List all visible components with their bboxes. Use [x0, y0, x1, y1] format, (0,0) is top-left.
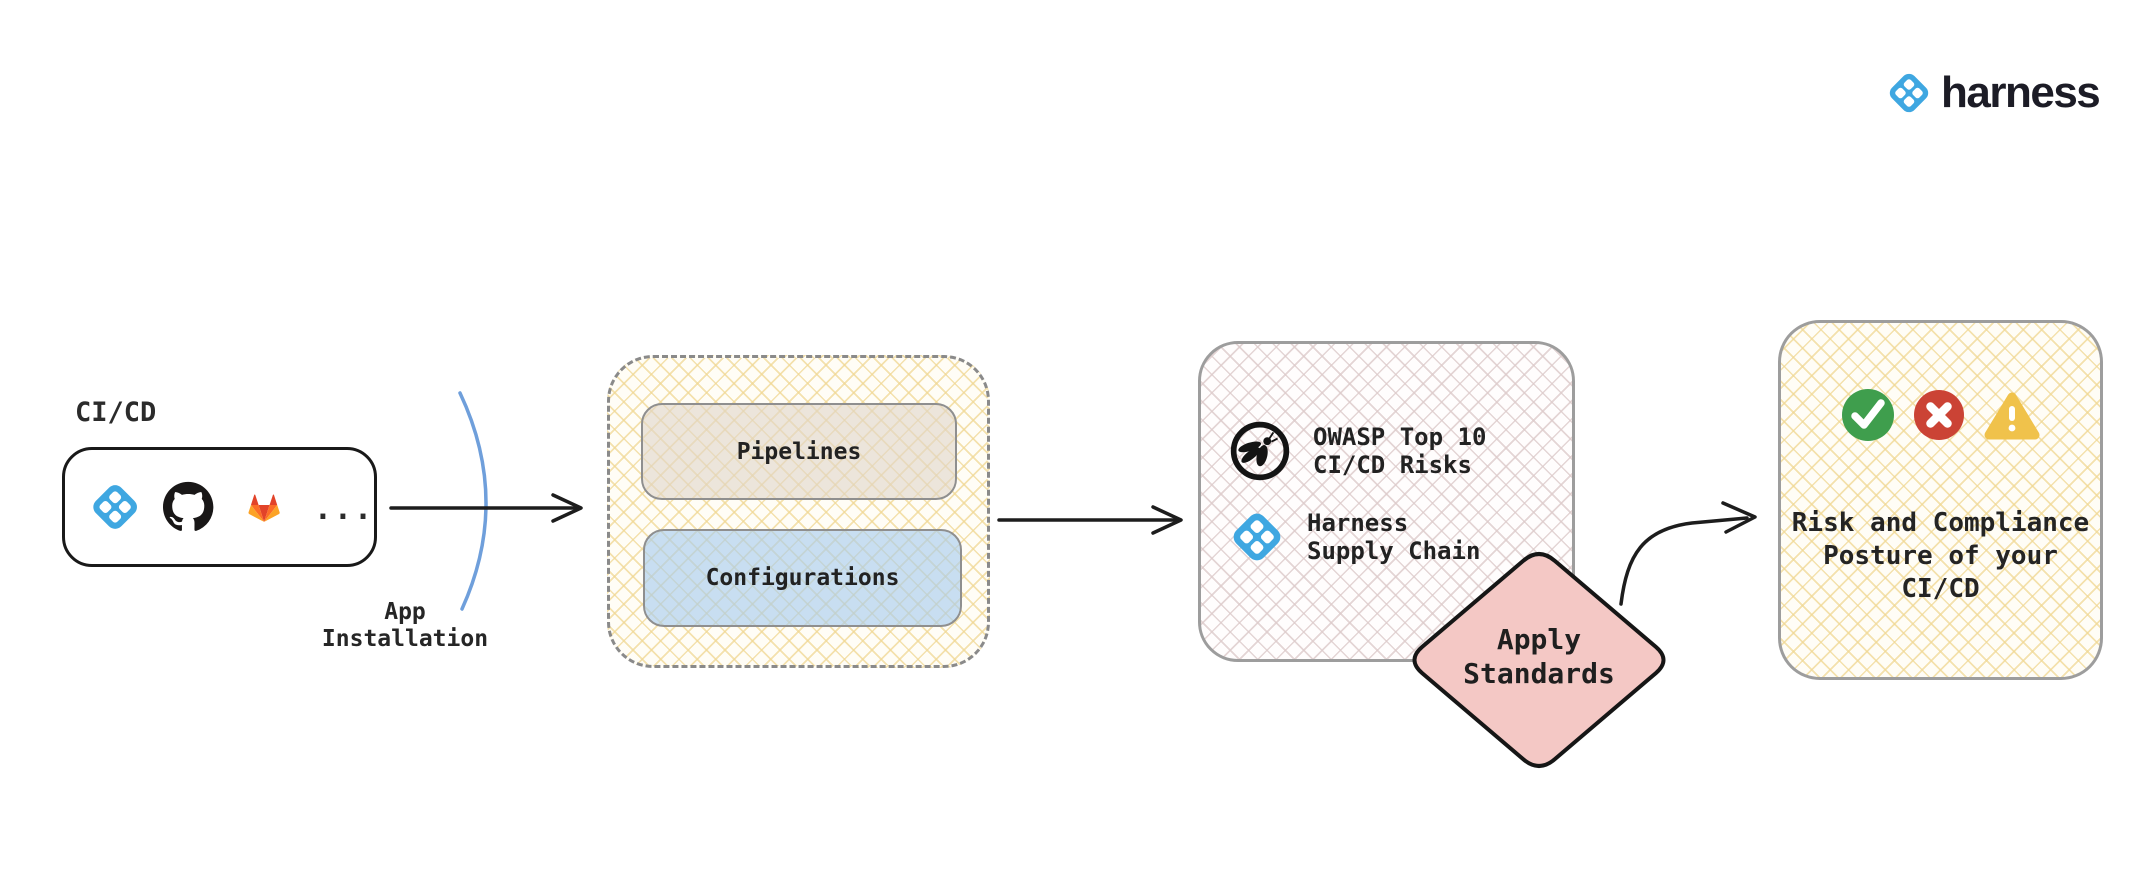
github-icon — [163, 481, 214, 531]
flow-arrow-1-head — [551, 493, 583, 523]
brand-name: harness — [1941, 68, 2101, 117]
flow-arrow-3 — [1619, 516, 1749, 606]
pipelines-label: Pipelines — [736, 438, 862, 465]
harness-icon — [1233, 513, 1281, 561]
status-icons-row — [1781, 389, 2100, 441]
brand-logo: harness — [1886, 68, 2101, 117]
configurations-node: Configurations — [643, 529, 962, 627]
harness-icon — [1889, 73, 1929, 113]
owasp-row: OWASP Top 10 CI/CD Risks — [1229, 420, 1486, 482]
flow-arrow-3-head — [1721, 501, 1757, 534]
configurations-label: Configurations — [705, 565, 900, 591]
flow-arrow-2-head — [1151, 505, 1183, 535]
assets-group-box: Pipelines Configurations — [607, 355, 990, 668]
pipelines-node: Pipelines — [641, 403, 957, 500]
cicd-group-label: CI/CD — [75, 397, 157, 428]
standards-box: OWASP Top 10 CI/CD Risks Harness Supply … — [1198, 341, 1575, 662]
cross-icon — [1913, 390, 1964, 440]
result-box: Risk and Compliance Posture of your CI/C… — [1778, 320, 2103, 680]
app-installation-label: App Installation — [321, 599, 489, 652]
more-tools-ellipsis: ... — [313, 491, 375, 527]
app-installation-arc — [458, 391, 488, 611]
check-icon — [1841, 389, 1894, 441]
owasp-icon — [1230, 421, 1290, 481]
harness-icon — [93, 485, 137, 529]
harness-supply-chain-row: Harness Supply Chain — [1229, 509, 1480, 565]
cicd-tools-box: ... — [62, 447, 377, 567]
gitlab-icon — [248, 494, 280, 522]
harness-supply-chain-label: Harness Supply Chain — [1307, 509, 1481, 565]
result-label: Risk and Compliance Posture of your CI/C… — [1791, 508, 2090, 604]
owasp-label: OWASP Top 10 CI/CD Risks — [1313, 423, 1487, 479]
apply-standards-label: Apply Standards — [1463, 623, 1615, 690]
warning-icon — [1984, 392, 2039, 440]
